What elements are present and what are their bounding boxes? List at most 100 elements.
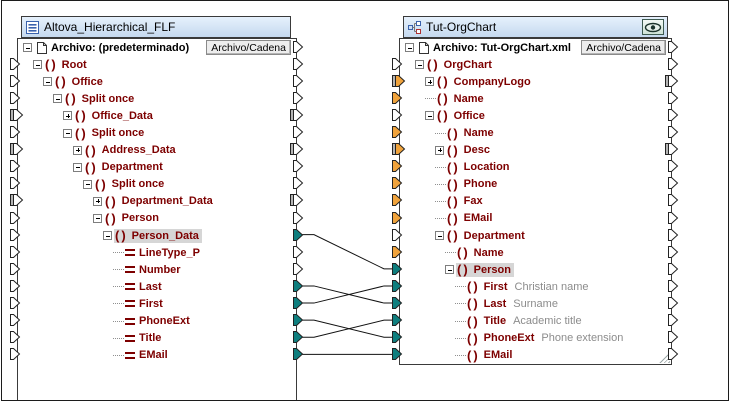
tree-node-root[interactable]: ()Root [18,56,296,73]
tree-node-first[interactable]: First [18,295,296,312]
node[interactable]: ()Location [446,160,513,174]
minus-box-icon[interactable] [415,60,424,70]
node[interactable]: ()Person [104,211,162,225]
tree-node-split-once[interactable]: ()Split once [18,176,296,193]
file-node-row[interactable]: Archivo: Tut-OrgChart.xml Archivo/Cadena [400,39,671,56]
tree-node-fax[interactable]: ()Fax [400,193,671,210]
tree-node-desc[interactable]: ()Desc [400,142,671,159]
minus-box-icon[interactable] [93,213,102,223]
tree-node-office-data[interactable]: ()Office_Data [18,107,296,124]
selected-node[interactable]: ()Person_Data [114,228,202,243]
tree-node-office[interactable]: ()Office [18,73,296,90]
minus-box-icon[interactable] [445,265,454,275]
node[interactable]: ()OrgChart [426,58,495,72]
file-string-button[interactable]: Archivo/Cadena [581,40,666,56]
node[interactable]: ()Department [446,229,528,243]
tree-node-companylogo[interactable]: ()CompanyLogo [400,73,671,90]
node[interactable]: Number [124,263,184,277]
node[interactable]: ()Department [84,160,166,174]
tree-node-address-data[interactable]: ()Address_Data [18,142,296,159]
tree-node-person[interactable]: ()Person [18,210,296,227]
tree-node-office[interactable]: ()Office [400,107,671,124]
node[interactable]: ()Split once [74,126,147,140]
tree-node-orgchart[interactable]: ()OrgChart [400,56,671,73]
minus-box-icon[interactable] [405,43,414,53]
node[interactable]: ()Fax [446,194,486,208]
node[interactable]: ()Department_Data [104,194,216,208]
tree-node-split-once[interactable]: ()Split once [18,90,296,107]
minus-box-icon[interactable] [23,43,32,53]
tree-node-email[interactable]: ()EMail [400,347,671,364]
file-string-button[interactable]: Archivo/Cadena [206,40,291,56]
node[interactable]: ()PhoneExt [466,331,537,345]
minus-box-icon[interactable] [53,94,62,104]
tree-node-email[interactable]: EMail [18,347,296,364]
tree-node-name[interactable]: ()Name [400,124,671,141]
minus-box-icon[interactable] [63,128,72,138]
node[interactable]: ()Office [54,75,106,89]
minus-box-icon[interactable] [43,77,52,87]
tree-node-linetype-p[interactable]: LineType_P [18,244,296,261]
minus-box-icon[interactable] [425,111,434,121]
node[interactable]: ()Desc [446,143,493,157]
selected-node[interactable]: ()Person [456,262,514,277]
tree-node-last[interactable]: Last [18,278,296,295]
tree-node-split-once[interactable]: ()Split once [18,124,296,141]
node[interactable]: ()Title [466,314,509,328]
node[interactable]: ()First [466,280,511,294]
minus-box-icon[interactable] [103,231,112,241]
minus-box-icon[interactable] [435,231,444,241]
node[interactable]: First [124,297,166,311]
connection-lines[interactable] [302,0,396,405]
tree-node-department-data[interactable]: ()Department_Data [18,193,296,210]
node[interactable]: ()EMail [466,348,515,362]
node[interactable]: ()Root [44,58,90,72]
minus-box-icon[interactable] [73,162,82,172]
tree-node-email[interactable]: ()EMail [400,210,671,227]
tree-node-number[interactable]: Number [18,261,296,278]
resize-grip[interactable] [659,352,670,363]
tree-node-department[interactable]: ()Department [400,227,671,244]
minus-box-icon[interactable] [83,179,92,189]
node[interactable]: ()EMail [446,211,495,225]
node[interactable]: ()Name [436,92,487,106]
minus-box-icon[interactable] [33,60,42,70]
file-node-row[interactable]: Archivo: (predeterminado) Archivo/Cadena [18,39,296,56]
node[interactable]: ()Split once [94,177,167,191]
tree-node-phone[interactable]: ()Phone [400,176,671,193]
plus-box-icon[interactable] [93,196,102,206]
component-title-bar[interactable]: Tut-OrgChart [403,16,668,38]
node[interactable]: ()Address_Data [84,143,179,157]
plus-box-icon[interactable] [435,145,444,155]
tree-node-location[interactable]: ()Location [400,159,671,176]
component-altova-hierarchical-flf[interactable]: Altova_Hierarchical_FLF Archivo: (predet… [10,16,304,400]
node[interactable]: ()Phone [446,177,500,191]
node[interactable]: ()Last [466,297,509,311]
node[interactable]: ()CompanyLogo [436,75,534,89]
tree-node-person[interactable]: ()Person [400,261,671,278]
node[interactable]: ()Office_Data [74,109,156,123]
plus-box-icon[interactable] [63,111,72,121]
node[interactable]: ()Name [446,126,497,140]
tree-node-title[interactable]: Title [18,330,296,347]
node[interactable]: PhoneExt [124,314,193,328]
node[interactable]: EMail [124,348,171,362]
node[interactable]: LineType_P [124,246,203,260]
component-tut-orgchart[interactable]: Tut-OrgChart Archivo: Tut-OrgChart.xml A… [392,16,679,365]
plus-box-icon[interactable] [73,145,82,155]
plus-box-icon[interactable] [425,77,434,87]
eye-button[interactable] [642,19,664,35]
tree-node-phoneext[interactable]: PhoneExt [18,313,296,330]
component-title-bar[interactable]: Altova_Hierarchical_FLF [21,16,291,38]
node[interactable]: ()Split once [64,92,137,106]
tree-node-name[interactable]: ()Name [400,90,671,107]
node[interactable]: ()Name [456,246,507,260]
node[interactable]: Last [124,280,165,294]
tree-node-name[interactable]: ()Name [400,244,671,261]
node[interactable]: Title [124,331,164,345]
tree-node-person-data[interactable]: ()Person_Data [18,227,296,244]
tree-node-department[interactable]: ()Department [18,159,296,176]
